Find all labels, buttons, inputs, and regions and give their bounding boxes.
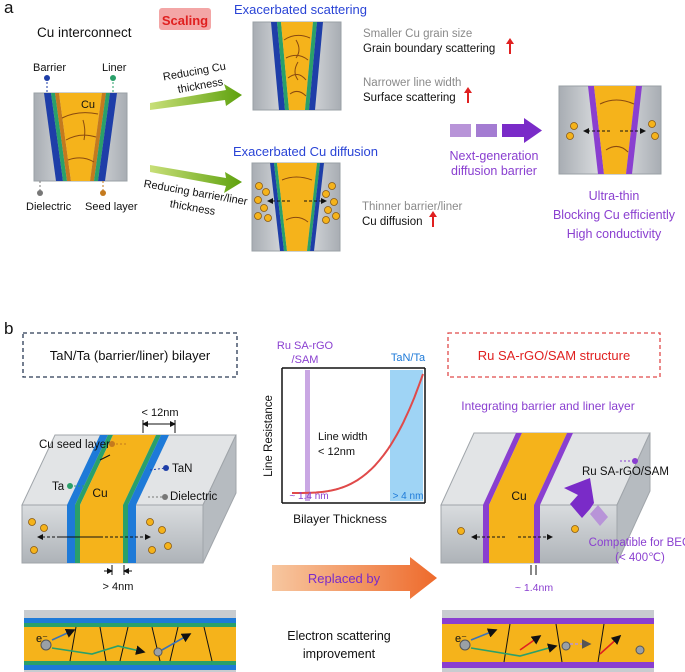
cu-label-b-right: Cu [511, 489, 526, 503]
ru-box [447, 332, 661, 378]
panel-b-label: b [4, 319, 13, 338]
dim-4nm-text: > 4nm [103, 581, 134, 593]
prop-blocking: Blocking Cu efficiently [553, 208, 676, 222]
tanta-box-text: TaN/Ta (barrier/liner) bilayer [50, 348, 211, 363]
surface-scattering-text: Surface scattering [363, 92, 456, 104]
dim-4nm-marker [104, 565, 132, 575]
liner-marker [110, 75, 116, 81]
cu-interconnect-title: Cu interconnect [37, 25, 132, 40]
cu-diffusion-text: Cu diffusion [362, 216, 423, 228]
tanta-electron-strip: e⁻ [24, 610, 236, 672]
cu-seed-label: Cu seed layer [39, 439, 110, 451]
next-gen-text-2: diffusion barrier [451, 164, 537, 178]
chart-ru-label-2: /SAM [292, 354, 319, 366]
thinner-text: Thinner barrier/liner [362, 201, 463, 213]
dielectric-label-a: Dielectric [26, 201, 72, 213]
scattering-diagram [252, 21, 342, 111]
prop-conductivity: High conductivity [567, 227, 662, 241]
ta-label: Ta [52, 481, 65, 493]
diffusion-diagram [251, 162, 341, 252]
compatible-text-1: Compatible for BEOL [589, 537, 685, 549]
ru-label-b: Ru SA-rGO/SAM [582, 466, 669, 478]
up-arrow-icon [506, 38, 514, 54]
electron-symbol-left: e⁻ [36, 633, 48, 645]
chart-ru-label-1: Ru SA-rGO [277, 340, 334, 352]
chart-left-tick: ~ 1.4 nm [289, 491, 328, 502]
dim-14nm-text: ~ 1.4nm [515, 582, 553, 594]
cu-label-a: Cu [81, 99, 95, 111]
barrier-label: Barrier [33, 62, 66, 74]
dim-12nm-marker [142, 420, 176, 433]
narrower-text: Narrower line width [363, 77, 461, 89]
compatible-text-2: (< 400℃) [615, 552, 665, 564]
prop-ultra-thin: Ultra-thin [589, 189, 640, 203]
dielectric-marker-b [162, 494, 168, 500]
ru-box-text: Ru SA-rGO/SAM structure [478, 348, 630, 363]
cu-interconnect-diagram: Cu [33, 92, 128, 182]
chart-right-tick: > 4 nm [393, 491, 424, 502]
tan-label: TaN [172, 463, 192, 475]
scaling-text: Scaling [162, 13, 208, 28]
replaced-by-text: Replaced by [308, 571, 381, 586]
seed-layer-label: Seed layer [85, 201, 138, 213]
integrating-text: Integrating barrier and liner layer [461, 399, 634, 413]
dim-14nm-marker [530, 565, 537, 575]
line-resistance-chart [281, 367, 426, 504]
ru-band [305, 370, 310, 501]
scattering-title: Exacerbated scattering [234, 2, 367, 17]
up-arrow-icon [464, 87, 472, 103]
next-gen-arrow [450, 118, 542, 143]
seed-pointer [99, 454, 111, 461]
tan-marker [163, 465, 169, 471]
seed-marker [100, 190, 106, 196]
next-gen-text-1: Next-generation [450, 149, 539, 163]
up-arrow-icon [429, 211, 437, 227]
scaling-badge: Scaling [159, 8, 211, 30]
electron-symbol-right: e⁻ [455, 633, 467, 645]
tanta-box [22, 332, 238, 378]
dielectric-label-b: Dielectric [170, 491, 218, 503]
chart-tanta-label: TaN/Ta [391, 352, 426, 364]
tanta-block: Cu [21, 434, 237, 564]
chart-annotation-1: Line width [318, 431, 368, 443]
chart-ylabel: Line Resistance [263, 395, 275, 477]
grain-size-text: Smaller Cu grain size [363, 28, 472, 40]
next-gen-diagram [558, 85, 662, 175]
chart-annotation-2: < 12nm [318, 446, 355, 458]
dielectric-marker [37, 190, 43, 196]
chart-xlabel: Bilayer Thickness [293, 512, 387, 526]
grain-boundary-text: Grain boundary scattering [363, 43, 495, 55]
ru-marker [632, 458, 638, 464]
seed-marker-b [109, 441, 115, 447]
ru-electron-strip: e⁻ [442, 610, 654, 672]
cu-label-b-left: Cu [92, 486, 107, 500]
resistance-curve [292, 373, 424, 494]
electron-scattering-text-2: improvement [303, 647, 376, 661]
replaced-by-arrow [272, 557, 437, 599]
barrier-marker [44, 75, 50, 81]
compatible-arrow [564, 478, 608, 526]
ru-block: Cu [440, 432, 651, 564]
ta-marker [67, 483, 73, 489]
panel-a-label: a [4, 0, 14, 17]
liner-label: Liner [102, 62, 127, 74]
electron-scattering-text-1: Electron scattering [287, 629, 391, 643]
reduce-barrier-arrow [150, 165, 242, 193]
dim-12nm-text: < 12nm [142, 407, 179, 419]
diffusion-title: Exacerbated Cu diffusion [233, 144, 378, 159]
reduce-cu-arrow [150, 84, 242, 110]
